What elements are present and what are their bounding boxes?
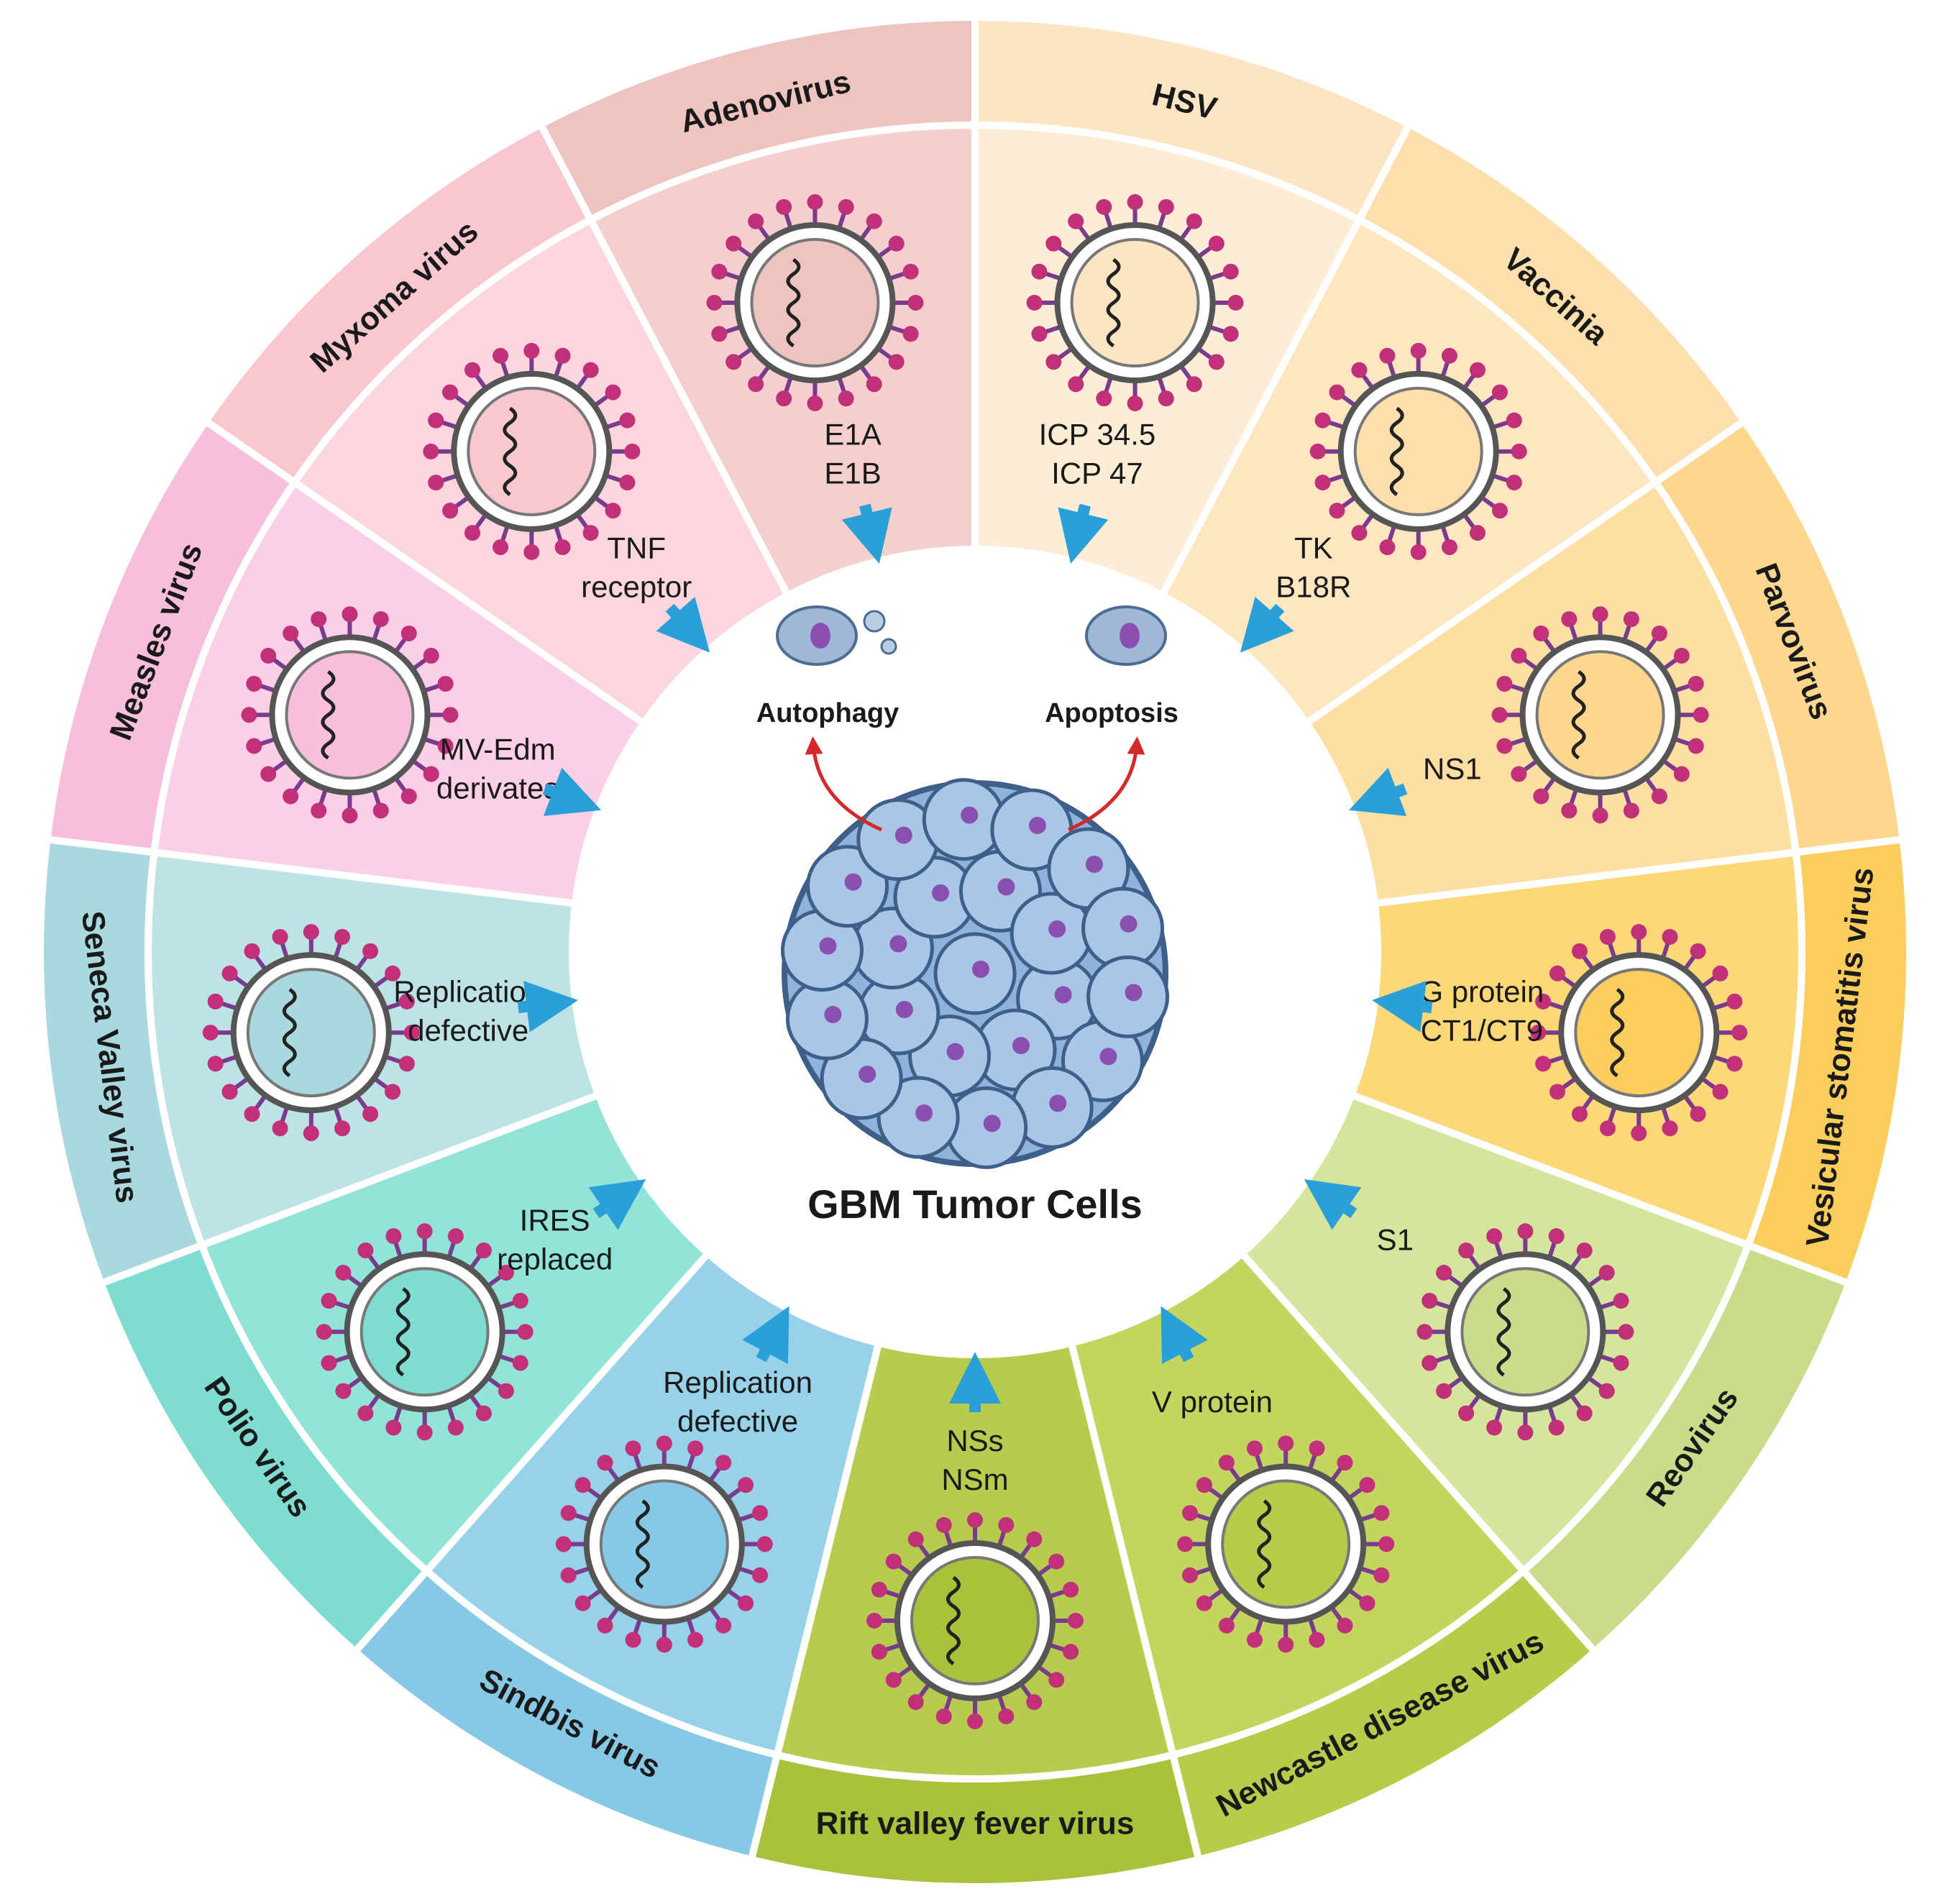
modification-label-vesicular-stomatitis-virus: G protein (1419, 975, 1544, 1009)
modification-label-myxoma-virus: TNF (607, 531, 666, 565)
modification-label-adenovirus: E1B (824, 457, 881, 490)
modification-label-polio-virus: replaced (497, 1242, 613, 1276)
vsv-virion-icon (1530, 924, 1748, 1142)
modification-label-vesicular-stomatitis-virus: CT1/CT9 (1421, 1014, 1543, 1048)
outcome-label-apoptosis: Apoptosis (1045, 698, 1178, 728)
parvovirus-virion-icon (1491, 606, 1709, 824)
myxoma-virion-icon (423, 342, 641, 560)
polio-virion-icon (316, 1223, 534, 1441)
arrow-sindbis-virus (742, 1306, 789, 1364)
vaccinia-virion-icon (1309, 342, 1527, 560)
modification-label-reovirus: S1 (1377, 1222, 1414, 1256)
curved-arrow-apoptosis (1067, 736, 1145, 832)
arrow-newcastle-disease-virus (1161, 1306, 1208, 1364)
outer-label-rift-valley-fever-virus: Rift valley fever virus (816, 1806, 1135, 1841)
tumor-cell-cluster (780, 778, 1170, 1169)
svv-virion-icon (202, 924, 420, 1142)
reovirus-virion-icon (1416, 1223, 1634, 1441)
hsv-virion-icon (1026, 194, 1244, 412)
modification-label-sindbis-virus: Replication (663, 1365, 812, 1399)
curved-arrow-autophagy (805, 736, 883, 832)
arrow-myxoma-virus (656, 596, 710, 653)
arrow-reovirus (1304, 1178, 1362, 1230)
arrows (517, 503, 1433, 1412)
modification-label-newcastle-disease-virus: V protein (1152, 1385, 1273, 1419)
virion-icons (202, 194, 1748, 1729)
modification-label-rift-valley-fever-virus: NSm (941, 1463, 1008, 1496)
modification-label-seneca-valley-virus: defective (408, 1014, 528, 1048)
modification-label-polio-virus: IRES (520, 1203, 590, 1237)
arrow-adenovirus (841, 503, 892, 564)
modification-label-parvovirus: NS1 (1423, 751, 1482, 785)
arrow-hsv (1058, 503, 1109, 564)
modification-label-myxoma-virus: receptor (581, 570, 692, 604)
modification-label-hsv: ICP 47 (1051, 457, 1143, 490)
center-title: GBM Tumor Cells (807, 1181, 1143, 1227)
measles-virion-icon (241, 606, 459, 824)
arrow-vaccinia (1240, 596, 1294, 653)
modification-label-measles-virus: derivates (436, 771, 559, 805)
arrow-measles-virus (542, 767, 601, 816)
rvfv-virion-icon (866, 1512, 1084, 1729)
arrow-seneca-valley-virus (517, 980, 578, 1033)
sindbis-virion-icon (555, 1435, 773, 1653)
apoptosis-cell-icon (1085, 605, 1167, 666)
autophagy-cell-icon (776, 605, 897, 666)
modification-label-hsv: ICP 34.5 (1039, 418, 1156, 452)
modification-label-adenovirus: E1A (824, 418, 881, 452)
modification-label-vaccinia: TK (1294, 531, 1333, 565)
arrow-parvovirus (1349, 767, 1408, 816)
arrow-polio-virus (588, 1178, 646, 1230)
modification-label-sindbis-virus: defective (677, 1404, 798, 1438)
ndv-virion-icon (1177, 1435, 1395, 1653)
modification-label-rift-valley-fever-virus: NSs (946, 1424, 1003, 1457)
adenovirus-virion-icon (706, 194, 924, 412)
modification-label-measles-virus: MV-Edm (440, 732, 556, 766)
modification-label-vaccinia: B18R (1276, 570, 1351, 604)
arrow-vesicular-stomatitis-virus (1372, 980, 1433, 1033)
outcome-label-autophagy: Autophagy (756, 698, 899, 728)
